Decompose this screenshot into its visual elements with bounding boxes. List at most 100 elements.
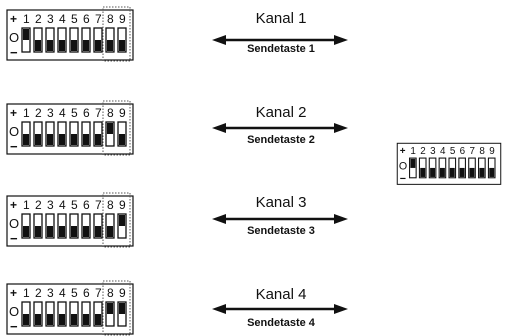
switch-lever-2 xyxy=(35,134,41,145)
switch-number-4: 4 xyxy=(59,106,66,120)
switch-number-1: 1 xyxy=(23,12,30,26)
switch-lever-6 xyxy=(83,40,89,51)
switch-number-4: 4 xyxy=(59,286,66,300)
switch-lever-1 xyxy=(23,314,29,325)
switch-lever-4 xyxy=(59,314,65,325)
switch-lever-2 xyxy=(420,167,426,177)
switch-lever-7 xyxy=(95,226,101,237)
switch-lever-5 xyxy=(71,40,77,51)
switch-number-7: 7 xyxy=(470,146,475,157)
switch-lever-8 xyxy=(479,167,485,177)
plus-label: + xyxy=(400,146,406,157)
kanal-3-title: Kanal 3 xyxy=(255,194,307,211)
switch-number-8: 8 xyxy=(479,146,485,157)
switch-housing xyxy=(6,283,134,335)
plus-label: + xyxy=(10,198,17,212)
switch-number-3: 3 xyxy=(47,12,54,26)
kanal-4-title: Kanal 4 xyxy=(255,286,307,303)
switch-number-4: 4 xyxy=(59,12,66,26)
switch-number-3: 3 xyxy=(47,198,54,212)
switch-lever-8 xyxy=(107,303,113,314)
minus-label: − xyxy=(10,45,18,60)
switch-lever-6 xyxy=(83,134,89,145)
kanal-1-double-arrow xyxy=(212,35,348,45)
switch-number-8: 8 xyxy=(107,286,114,300)
switch-lever-1 xyxy=(23,226,29,237)
switch-lever-7 xyxy=(95,134,101,145)
switch-number-8: 8 xyxy=(107,12,114,26)
plus-label: + xyxy=(10,12,17,26)
switch-lever-8 xyxy=(107,226,113,237)
switch-lever-5 xyxy=(449,167,455,177)
switch-number-6: 6 xyxy=(83,286,90,300)
off-label: O xyxy=(9,304,19,319)
switch-number-1: 1 xyxy=(23,106,30,120)
switch-number-7: 7 xyxy=(95,286,102,300)
switch-lever-7 xyxy=(95,40,101,51)
kanal-2-title: Kanal 2 xyxy=(255,104,307,121)
off-label: O xyxy=(9,124,19,139)
switch-number-1: 1 xyxy=(23,198,30,212)
switch-lever-4 xyxy=(439,167,445,177)
highlight-box-switches-8-9 xyxy=(102,100,131,156)
switch-number-7: 7 xyxy=(95,106,102,120)
switch-lever-6 xyxy=(83,226,89,237)
switch-lever-5 xyxy=(71,314,77,325)
switch-body-1 xyxy=(409,157,417,179)
kanal-2-sendetaste-label: Sendetaste 2 xyxy=(247,134,315,146)
minus-label: − xyxy=(10,139,18,154)
kanal-2-double-arrow xyxy=(212,123,348,133)
switch-lever-3 xyxy=(47,226,53,237)
switch-lever-8 xyxy=(107,123,113,134)
switch-lever-7 xyxy=(469,167,475,177)
switch-lever-8 xyxy=(107,40,113,51)
switch-lever-5 xyxy=(71,226,77,237)
switch-housing xyxy=(6,9,134,61)
off-label: O xyxy=(399,161,407,173)
kanal-3-sendetaste-label: Sendetaste 3 xyxy=(247,225,315,237)
switch-lever-2 xyxy=(35,226,41,237)
switch-number-6: 6 xyxy=(460,146,466,157)
switch-number-9: 9 xyxy=(489,146,495,157)
switch-number-1: 1 xyxy=(410,146,415,157)
switch-lever-4 xyxy=(59,134,65,145)
switch-number-4: 4 xyxy=(59,198,66,212)
switch-number-2: 2 xyxy=(35,12,42,26)
switch-lever-5 xyxy=(71,134,77,145)
switch-lever-1 xyxy=(23,134,29,145)
switch-housing xyxy=(6,103,134,155)
off-label: O xyxy=(9,216,19,231)
switch-lever-2 xyxy=(35,40,41,51)
switch-number-5: 5 xyxy=(450,146,456,157)
switch-lever-3 xyxy=(47,134,53,145)
switch-lever-9 xyxy=(119,40,125,51)
switch-number-6: 6 xyxy=(83,12,90,26)
highlight-box-switches-8-9 xyxy=(102,280,131,336)
off-label: O xyxy=(9,30,19,45)
minus-label: − xyxy=(10,319,18,334)
switch-lever-3 xyxy=(47,40,53,51)
kanal-1-title: Kanal 1 xyxy=(255,10,307,27)
switch-lever-9 xyxy=(119,134,125,145)
switch-lever-3 xyxy=(47,314,53,325)
switch-number-9: 9 xyxy=(119,12,126,26)
switch-number-3: 3 xyxy=(430,146,436,157)
switch-number-9: 9 xyxy=(119,286,126,300)
switch-housing xyxy=(396,142,502,185)
switch-lever-4 xyxy=(59,40,65,51)
switch-number-8: 8 xyxy=(107,198,114,212)
kanal-1-sendetaste-label: Sendetaste 1 xyxy=(247,43,315,55)
switch-number-7: 7 xyxy=(95,198,102,212)
kanal-3-double-arrow xyxy=(212,214,348,224)
switch-lever-4 xyxy=(59,226,65,237)
minus-label: − xyxy=(400,173,406,185)
switch-lever-2 xyxy=(35,314,41,325)
highlight-box-switches-8-9 xyxy=(102,6,131,62)
switch-lever-3 xyxy=(430,167,436,177)
switch-number-7: 7 xyxy=(95,12,102,26)
switch-lever-9 xyxy=(119,215,125,226)
